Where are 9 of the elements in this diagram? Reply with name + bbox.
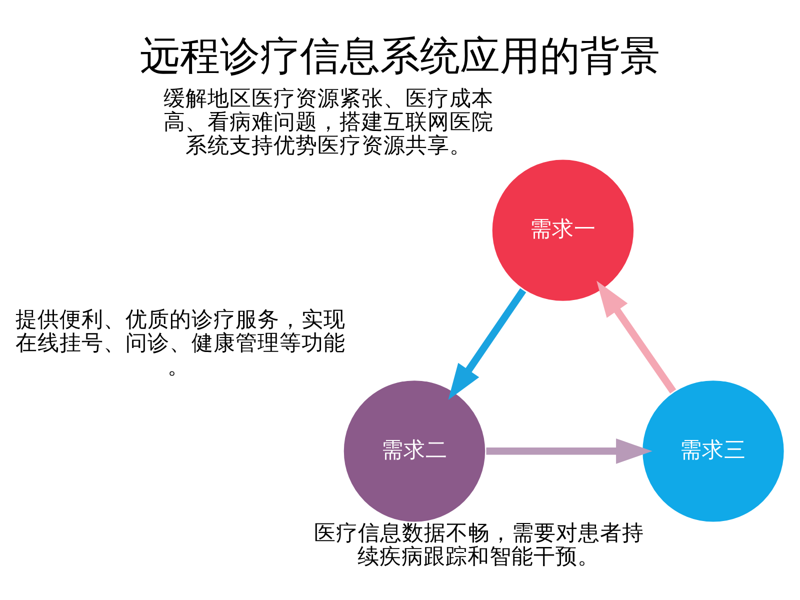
arrow xyxy=(596,280,676,394)
diagram-title: 远程诊疗信息系统应用的背景 xyxy=(140,33,660,80)
node-label: 医疗信息数据不畅，需要对患者持续疾病跟踪和智能干预。 xyxy=(314,521,644,570)
node-circle: 需求一 xyxy=(490,158,636,303)
arrow xyxy=(486,438,652,464)
arrow xyxy=(448,288,526,400)
node-circle: 需求三 xyxy=(640,378,786,524)
node-label: 提供便利、优质的诊疗服务，实现在线挂号、问诊、健康管理等功能。 xyxy=(15,307,346,380)
node-label: 缓解地区医疗资源紧张、医疗成本高、看病难问题，搭建互联网医院系统支持优势医疗资源共享。 xyxy=(164,86,494,159)
